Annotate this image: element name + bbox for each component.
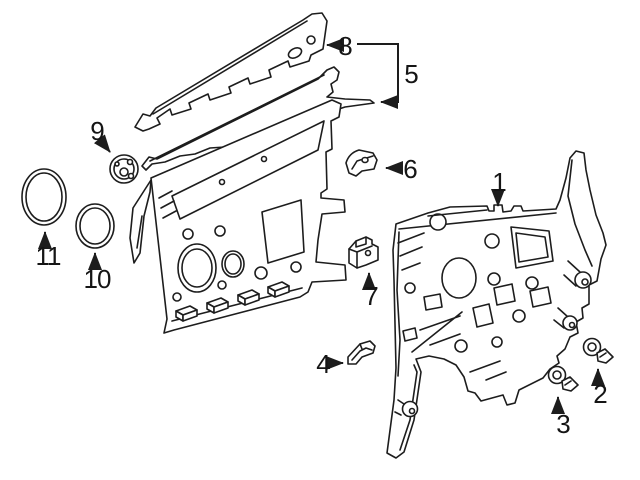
- callout-3-label: 3: [556, 409, 571, 439]
- callout-8-label: 8: [338, 31, 353, 61]
- callout-11-label: 11: [35, 241, 62, 271]
- callout-6-label: 6: [403, 154, 418, 184]
- part-6-clip: [345, 149, 378, 177]
- part-9-grommet: [109, 154, 139, 184]
- callout-5-bracket-arrow: [357, 43, 399, 109]
- callout-9-arrow: [93, 134, 111, 153]
- part-5-panel-assembly: [129, 66, 375, 334]
- callout-9-label: 9: [90, 116, 105, 146]
- part-7-bracket: [348, 236, 379, 269]
- part-2-fastener: [582, 337, 614, 364]
- callout-10-label: 10: [83, 264, 112, 294]
- part-10-seal-ring: [75, 203, 115, 249]
- part-1-quarter-panel: [386, 150, 607, 459]
- part-4-clip: [347, 340, 376, 365]
- callout-5-label: 5: [404, 59, 419, 89]
- callout-4-label: 4: [316, 349, 331, 379]
- part-8-cowl-rail: [134, 12, 328, 132]
- callout-2-label: 2: [593, 379, 608, 409]
- callout-7-label: 7: [364, 281, 379, 311]
- callout-leaders: [38, 38, 605, 414]
- part-11-seal-ring: [21, 168, 67, 226]
- part-3-fastener: [547, 365, 579, 392]
- callout-1-label: 1: [492, 167, 507, 197]
